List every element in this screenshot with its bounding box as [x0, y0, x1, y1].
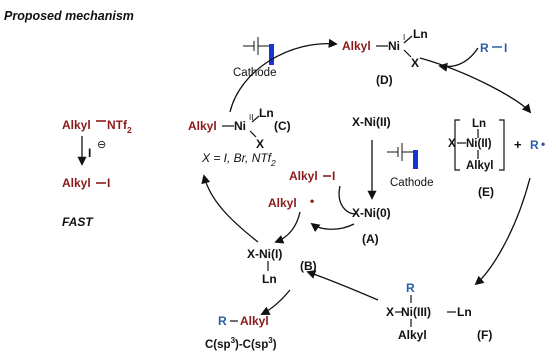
cathode-top: Cathode — [233, 37, 276, 79]
fast-label: FAST — [62, 215, 94, 229]
cycle-arrows — [201, 38, 532, 315]
cathode-electrode-mid — [413, 150, 418, 169]
arrow-ri-hook — [438, 47, 479, 72]
product-alkyl: Alkyl — [240, 314, 269, 328]
x-note-text: X = I, Br, NTf — [201, 151, 273, 165]
left-product-i: I — [107, 176, 110, 190]
arrow-alkyl-i-in — [338, 185, 357, 215]
mid-i: I — [332, 169, 335, 183]
left-minus: ⊖ — [97, 139, 106, 151]
alkyl-radical: Alkyl • — [268, 194, 314, 210]
ri-r: R — [480, 41, 489, 55]
e-label: (E) — [478, 185, 494, 199]
cathode-mid-label: Cathode — [390, 177, 433, 189]
e-bracket-right — [499, 119, 505, 171]
a-top: X-Ni(II) — [352, 115, 391, 129]
species-b: X-Ni(I) Ln (B) — [247, 247, 317, 286]
arrow-ni0-out — [310, 222, 355, 233]
ri-reagent: R I — [480, 41, 507, 55]
f-x: X — [386, 305, 394, 319]
bond-c: ) — [273, 339, 277, 351]
species-e: Ln X Ni(II) Alkyl + R • (E) — [448, 118, 545, 199]
product-r: R — [218, 314, 227, 328]
rad-dot: • — [310, 194, 314, 208]
bond-a-sup: 3 — [231, 336, 236, 345]
arrow-radical-capture — [274, 211, 301, 244]
arrow-c-to-d — [229, 38, 338, 113]
c-ln: Ln — [259, 106, 274, 120]
arrow-f-to-b — [306, 270, 379, 301]
e-x: X — [448, 138, 456, 150]
d-ln: Ln — [413, 27, 428, 41]
b-label: (B) — [300, 259, 317, 273]
f-alkyl: Alkyl — [398, 328, 427, 342]
e-r: R — [530, 138, 539, 152]
f-ln: Ln — [457, 305, 472, 319]
e-alkyl: Alkyl — [466, 160, 494, 172]
species-d: Alkyl Ni I Ln X (D) — [342, 27, 428, 87]
b-top: X-Ni(I) — [247, 247, 282, 261]
d-ox: I — [403, 33, 405, 42]
left-iodide: I — [88, 146, 91, 160]
left-product-alkyl: Alkyl — [62, 176, 91, 190]
alkyl-i-middle: Alkyl I — [289, 169, 335, 183]
x-note-sub: 2 — [270, 158, 276, 168]
d-alkyl: Alkyl — [342, 39, 371, 53]
cathode-mid: Cathode — [387, 143, 433, 189]
species-f: R X Ni(III) Ln Alkyl (F) — [386, 281, 492, 342]
left-ntf2-sub: 2 — [127, 125, 132, 135]
c-x: X — [256, 137, 264, 151]
product: R Alkyl C(sp3)-C(sp3) — [205, 314, 277, 351]
svg-text:NTf2: NTf2 — [107, 118, 132, 135]
e-dot: • — [541, 137, 545, 151]
a-label: (A) — [362, 232, 379, 246]
a-bottom: X-Ni(0) — [352, 206, 391, 220]
f-label: (F) — [477, 328, 492, 342]
species-a: X-Ni(II) X-Ni(0) (A) — [352, 115, 391, 246]
arrow-e-to-f — [474, 177, 531, 286]
arrow-d-to-e — [419, 57, 532, 114]
f-r: R — [406, 281, 415, 295]
b-ln: Ln — [262, 272, 277, 286]
cathode-electrode-top — [269, 44, 274, 65]
ri-i: I — [504, 41, 507, 55]
c-ni: Ni — [234, 119, 246, 133]
bond-type: C(sp3)-C(sp3) — [205, 336, 277, 351]
e-ni: Ni(II) — [466, 138, 492, 150]
c-label: (C) — [274, 119, 291, 133]
c-alkyl: Alkyl — [188, 119, 217, 133]
bond-a: C(sp — [205, 339, 231, 351]
title: Proposed mechanism — [4, 9, 134, 23]
species-c: Alkyl Ni II Ln X (C) — [188, 106, 291, 151]
left-panel: Alkyl NTf2 I ⊖ Alkyl I FAST — [62, 118, 132, 229]
arrow-b-to-c — [201, 174, 259, 243]
left-ntf2: NTf — [107, 118, 128, 132]
bond-b: )-C(sp — [235, 339, 268, 351]
cathode-top-label: Cathode — [233, 67, 276, 79]
bond-b-sup: 3 — [268, 336, 273, 345]
e-bracket-left — [454, 119, 460, 171]
x-note: X = I, Br, NTf2 — [201, 151, 276, 168]
rad-alkyl: Alkyl — [268, 196, 297, 210]
e-ln: Ln — [472, 118, 486, 130]
d-x: X — [411, 56, 419, 70]
d-label: (D) — [376, 73, 393, 87]
f-ni: Ni(III) — [401, 305, 431, 319]
e-plus: + — [514, 137, 522, 152]
d-ni: Ni — [388, 39, 400, 53]
c-ox: II — [249, 113, 253, 122]
mid-alkyl: Alkyl — [289, 169, 318, 183]
arrow-b-to-product — [260, 289, 291, 315]
left-alkyl: Alkyl — [62, 118, 91, 132]
